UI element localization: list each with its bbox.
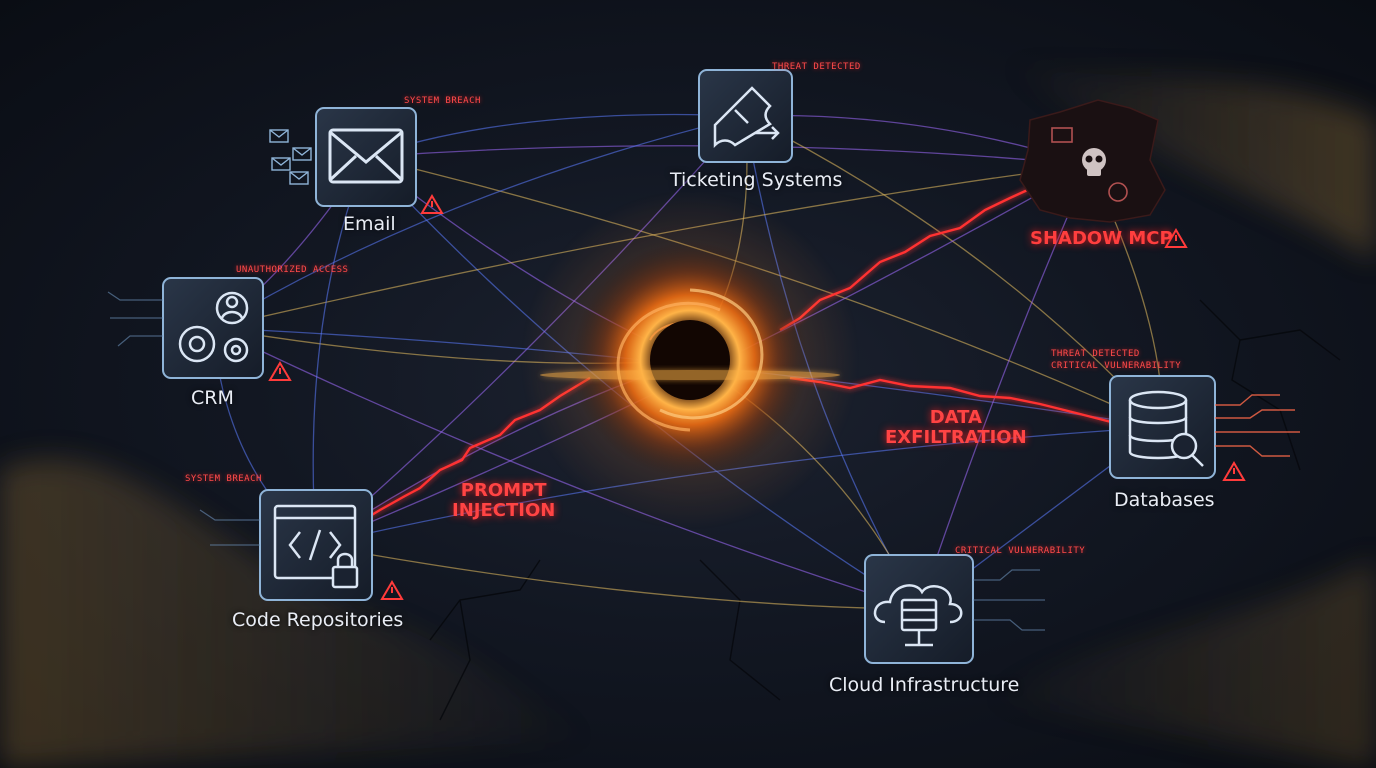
- node-ticketing[interactable]: [698, 69, 793, 163]
- circuit-traces: [107, 291, 1045, 631]
- databases-alert-2: CRITICAL VULNERABILITY: [1051, 361, 1182, 371]
- code-repositories-label: Code Repositories: [232, 609, 404, 631]
- data-exfiltration-line-1: DATA: [929, 407, 982, 428]
- crm-alert: UNAUTHORIZED ACCESS: [236, 265, 349, 275]
- warning-triangle-icon: [420, 194, 444, 214]
- node-code-repositories[interactable]: [259, 489, 373, 601]
- database-mini-icon: [1108, 182, 1128, 202]
- mini-envelope-icons: [269, 129, 312, 185]
- ticketing-alert: THREAT DETECTED: [772, 62, 861, 72]
- connection-line: [315, 544, 920, 610]
- warning-triangle-icon: [1164, 228, 1188, 248]
- email-label: Email: [343, 213, 396, 235]
- warning-triangles: [268, 194, 1246, 600]
- prompt-injection-label: PROMPT INJECTION: [452, 481, 555, 521]
- envelope-icon: [328, 128, 404, 184]
- gears-user-icon: [178, 291, 249, 363]
- node-crm[interactable]: [162, 277, 264, 379]
- crm-label: CRM: [191, 387, 234, 409]
- cloud-server-icon: [873, 584, 963, 647]
- cloud-infrastructure-label: Cloud Infrastructure: [829, 674, 1020, 696]
- prompt-injection-line-2: INJECTION: [452, 500, 556, 521]
- shadow-mcp-label: SHADOW MCP: [1030, 228, 1173, 249]
- warning-triangle-icon: [380, 580, 404, 600]
- connection-line: [365, 113, 746, 158]
- ground-cracks: [429, 299, 1341, 721]
- node-shadow-mcp[interactable]: [1019, 99, 1166, 223]
- code-repositories-alert: SYSTEM BREACH: [185, 474, 262, 484]
- connection-line: [212, 327, 920, 610]
- email-alert: SYSTEM BREACH: [404, 96, 481, 106]
- central-vortex: [520, 190, 860, 530]
- circuit-traces: [1215, 394, 1300, 457]
- ticket-icon: [713, 86, 780, 149]
- prompt-injection-line-1: PROMPT: [460, 480, 547, 501]
- node-email[interactable]: [315, 107, 417, 207]
- connection-line: [212, 115, 746, 329]
- node-cloud-infrastructure[interactable]: [864, 554, 974, 664]
- code-lock-icon: [273, 504, 359, 589]
- warning-triangle-icon: [268, 361, 292, 381]
- connection-line: [918, 164, 1091, 610]
- folder-icon: [1051, 127, 1073, 143]
- data-exfiltration-line-2: EXFILTRATION: [885, 427, 1027, 448]
- ticketing-label: Ticketing Systems: [670, 169, 843, 191]
- node-databases[interactable]: [1109, 375, 1216, 479]
- databases-label: Databases: [1114, 489, 1215, 511]
- cloud-infrastructure-alert: CRITICAL VULNERABILITY: [955, 546, 1086, 556]
- database-search-icon: [1128, 390, 1204, 467]
- skull-icon: [1082, 148, 1106, 176]
- warning-triangle-icon: [1222, 461, 1246, 481]
- databases-alert-1: THREAT DETECTED: [1051, 349, 1140, 359]
- data-exfiltration-label: DATA EXFILTRATION: [885, 408, 1027, 448]
